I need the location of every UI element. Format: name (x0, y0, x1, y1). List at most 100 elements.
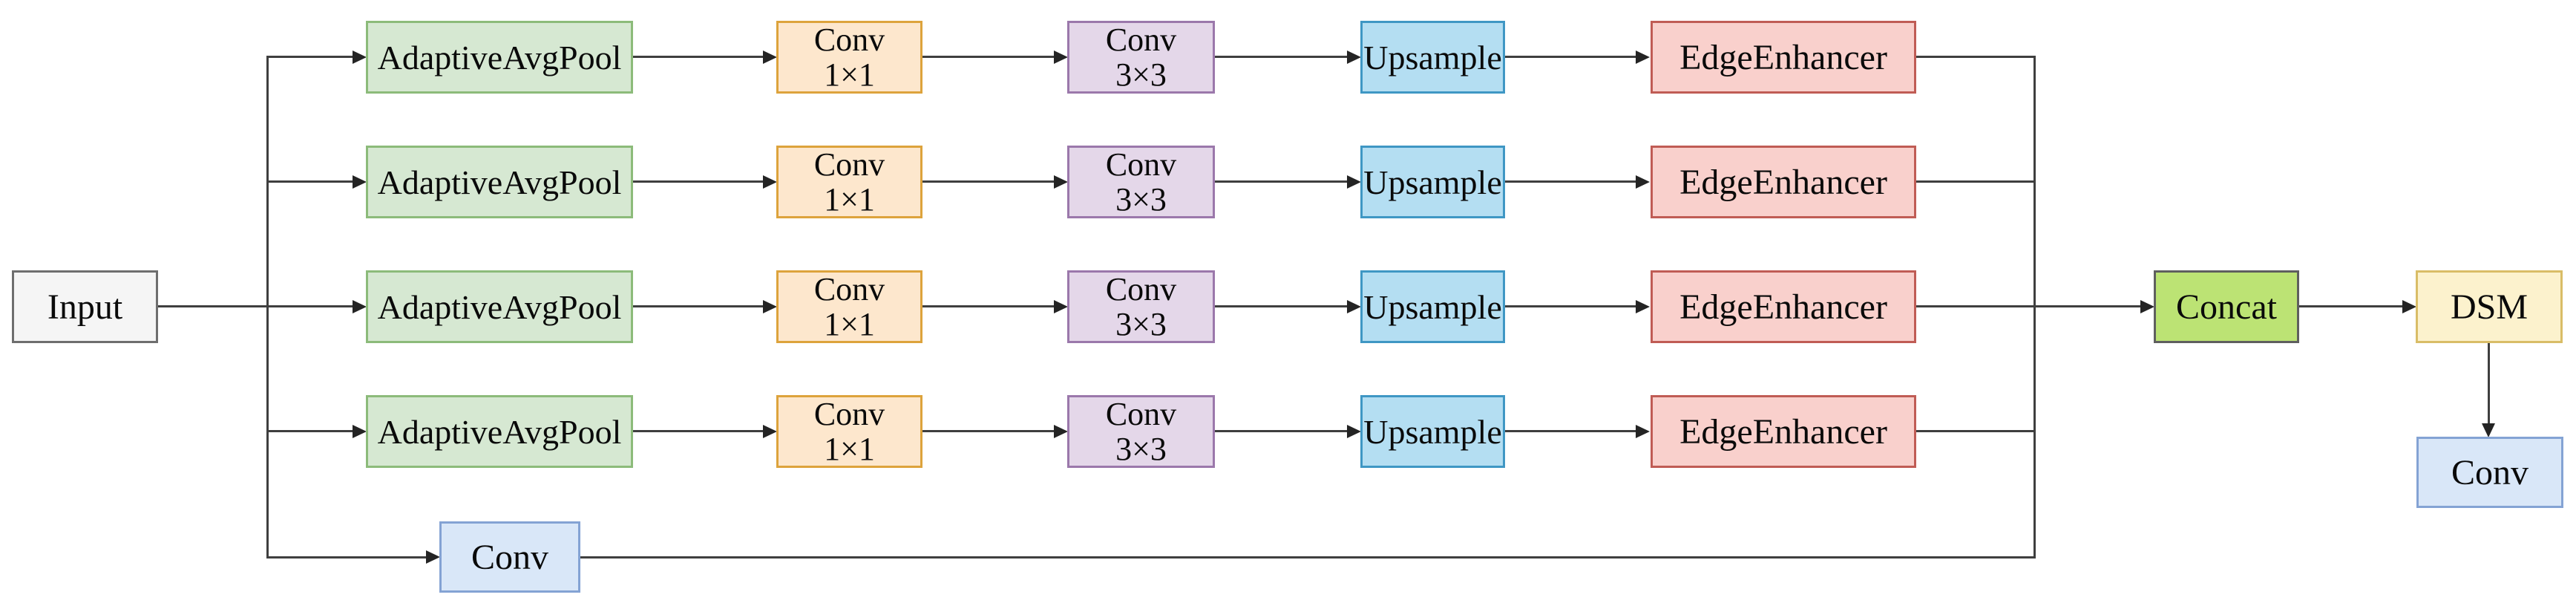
node-dsm-label: DSM (2450, 287, 2529, 327)
arrowhead-into-conv1x1-2 (763, 175, 777, 189)
connector-split-to-bottom-conv (266, 556, 428, 558)
arrowhead-into-edgeenhancer-1 (1636, 51, 1650, 64)
node-conv1x1-4: Conv 1×1 (776, 395, 922, 468)
node-conv1x1-label-line1: Conv (813, 146, 885, 183)
node-conv3x3-2: Conv 3×3 (1067, 146, 1215, 218)
node-adaptiveavgpool-2: AdaptiveAvgPool (366, 146, 633, 218)
node-edgeenhancer-1: EdgeEnhancer (1651, 21, 1916, 94)
connector-upsample-to-edgeenhancer-4 (1505, 430, 1638, 432)
node-conv3x3-label-line2: 3×3 (1115, 306, 1167, 342)
node-edgeenhancer-label: EdgeEnhancer (1679, 162, 1887, 202)
node-conv3x3-label-line1: Conv (1105, 146, 1177, 183)
node-edgeenhancer-4: EdgeEnhancer (1651, 395, 1916, 468)
connector-conv1x1-to-conv3x3-4 (922, 430, 1056, 432)
arrowhead-into-dsm (2402, 300, 2416, 313)
node-conv1x1-label-line1: Conv (813, 271, 885, 307)
node-conv-output: Conv (2416, 437, 2563, 508)
arrowhead-into-pool-3 (353, 300, 367, 313)
node-conv3x3-label-line1: Conv (1105, 271, 1177, 307)
node-upsample-2: Upsample (1360, 146, 1505, 218)
arrowhead-into-pool-1 (353, 51, 367, 64)
node-adaptiveavgpool-label: AdaptiveAvgPool (377, 163, 622, 201)
node-upsample-label: Upsample (1363, 412, 1502, 451)
node-conv1x1-label-line1: Conv (813, 22, 885, 58)
node-adaptiveavgpool-label: AdaptiveAvgPool (377, 38, 622, 76)
connector-split-to-pool-2 (266, 180, 354, 183)
node-edgeenhancer-label: EdgeEnhancer (1679, 411, 1887, 452)
node-upsample-1: Upsample (1360, 21, 1505, 94)
connector-edgeenhancer-to-collector-4 (1916, 430, 2036, 432)
node-upsample-label: Upsample (1363, 163, 1502, 201)
node-concat: Concat (2154, 270, 2299, 343)
arrowhead-into-edgeenhancer-4 (1636, 425, 1650, 438)
connector-conv1x1-to-conv3x3-3 (922, 305, 1056, 307)
node-conv1x1-1: Conv 1×1 (776, 21, 922, 94)
node-adaptiveavgpool-1: AdaptiveAvgPool (366, 21, 633, 94)
node-edgeenhancer-label: EdgeEnhancer (1679, 37, 1887, 77)
connector-input-to-pool-3 (158, 305, 354, 307)
node-conv3x3-4: Conv 3×3 (1067, 395, 1215, 468)
node-conv1x1-label-line2: 1×1 (824, 431, 875, 467)
node-conv1x1-label-line2: 1×1 (824, 56, 875, 93)
connector-conv1x1-to-conv3x3-1 (922, 56, 1056, 58)
connector-upsample-to-edgeenhancer-1 (1505, 56, 1638, 58)
arrowhead-into-conv1x1-1 (763, 51, 777, 64)
connector-upsample-to-edgeenhancer-3 (1505, 305, 1638, 307)
node-input: Input (12, 270, 158, 343)
arrowhead-into-pool-4 (353, 425, 367, 438)
arrowhead-into-upsample-1 (1347, 51, 1361, 64)
node-upsample-4: Upsample (1360, 395, 1505, 468)
node-conv1x1-2: Conv 1×1 (776, 146, 922, 218)
node-conv1x1-label-line2: 1×1 (824, 181, 875, 218)
node-conv3x3-label-line2: 3×3 (1115, 56, 1167, 93)
arrowhead-into-conv1x1-4 (763, 425, 777, 438)
connector-conv3x3-to-upsample-2 (1215, 180, 1349, 183)
node-conv1x1-label-line1: Conv (813, 396, 885, 432)
connector-conv3x3-to-upsample-1 (1215, 56, 1349, 58)
node-adaptiveavgpool-label: AdaptiveAvgPool (377, 412, 622, 451)
arrowhead-into-edgeenhancer-3 (1636, 300, 1650, 313)
arrowhead-into-conv3x3-1 (1054, 51, 1068, 64)
arrowhead-into-conv3x3-3 (1054, 300, 1068, 313)
node-conv-output-label: Conv (2451, 452, 2529, 492)
node-upsample-3: Upsample (1360, 270, 1505, 343)
node-conv3x3-label-line2: 3×3 (1115, 431, 1167, 467)
node-upsample-label: Upsample (1363, 287, 1502, 326)
node-upsample-label: Upsample (1363, 38, 1502, 76)
arrowhead-into-conv3x3-4 (1054, 425, 1068, 438)
connector-split-to-pool-4 (266, 430, 354, 432)
node-conv3x3-label-line1: Conv (1105, 396, 1177, 432)
arrowhead-into-bottom-conv (426, 550, 440, 564)
node-concat-label: Concat (2176, 287, 2277, 327)
connector-dsm-to-output-conv (2488, 343, 2490, 425)
arrowhead-into-conv3x3-2 (1054, 175, 1068, 189)
node-conv3x3-label-line1: Conv (1105, 22, 1177, 58)
node-adaptiveavgpool-4: AdaptiveAvgPool (366, 395, 633, 468)
connector-pool-to-conv1x1-1 (633, 56, 765, 58)
connector-concat-to-dsm (2299, 305, 2405, 307)
connector-conv3x3-to-upsample-4 (1215, 430, 1349, 432)
node-conv3x3-label-line2: 3×3 (1115, 181, 1167, 218)
node-adaptiveavgpool-label: AdaptiveAvgPool (377, 287, 622, 326)
node-edgeenhancer-2: EdgeEnhancer (1651, 146, 1916, 218)
connector-edgeenhancer-to-concat (1916, 305, 2143, 307)
connector-pool-to-conv1x1-4 (633, 430, 765, 432)
arrowhead-into-output-conv (2482, 423, 2495, 437)
node-adaptiveavgpool-3: AdaptiveAvgPool (366, 270, 633, 343)
arrowhead-into-conv1x1-3 (763, 300, 777, 313)
connector-edgeenhancer-to-collector-1 (1916, 56, 2036, 58)
node-conv-bottom-label: Conv (471, 537, 548, 577)
connector-split-to-pool-1 (266, 56, 354, 58)
connector-conv3x3-to-upsample-3 (1215, 305, 1349, 307)
connector-edgeenhancer-to-collector-2 (1916, 180, 2036, 183)
node-dsm: DSM (2416, 270, 2563, 343)
node-edgeenhancer-3: EdgeEnhancer (1651, 270, 1916, 343)
arrowhead-into-pool-2 (353, 175, 367, 189)
arrowhead-into-upsample-2 (1347, 175, 1361, 189)
node-conv1x1-3: Conv 1×1 (776, 270, 922, 343)
node-conv1x1-label-line2: 1×1 (824, 306, 875, 342)
arrowhead-into-edgeenhancer-2 (1636, 175, 1650, 189)
connector-pool-to-conv1x1-3 (633, 305, 765, 307)
node-input-label: Input (47, 287, 123, 327)
